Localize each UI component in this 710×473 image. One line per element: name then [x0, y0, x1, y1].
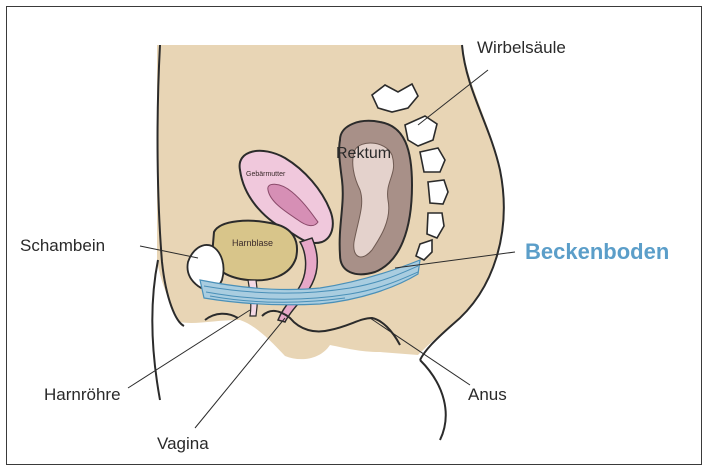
label-anus: Anus — [468, 385, 507, 405]
label-vagina: Vagina — [157, 434, 209, 454]
label-schambein: Schambein — [20, 236, 105, 256]
body-outline-buttock — [420, 360, 446, 440]
label-harnroehre: Harnröhre — [44, 385, 121, 405]
label-rektum: Rektum — [336, 145, 391, 163]
bladder-organ — [212, 221, 297, 281]
leader-vagina — [195, 318, 285, 428]
body-silhouette — [157, 45, 504, 359]
label-gebaermutter: Gebärmutter — [246, 171, 285, 178]
body-outline-front-low — [152, 260, 160, 400]
label-wirbelsaeule: Wirbelsäule — [477, 38, 566, 58]
vertebra-4 — [428, 180, 448, 204]
label-harnblase: Harnblase — [232, 238, 273, 248]
label-beckenboden: Beckenboden — [525, 239, 669, 265]
